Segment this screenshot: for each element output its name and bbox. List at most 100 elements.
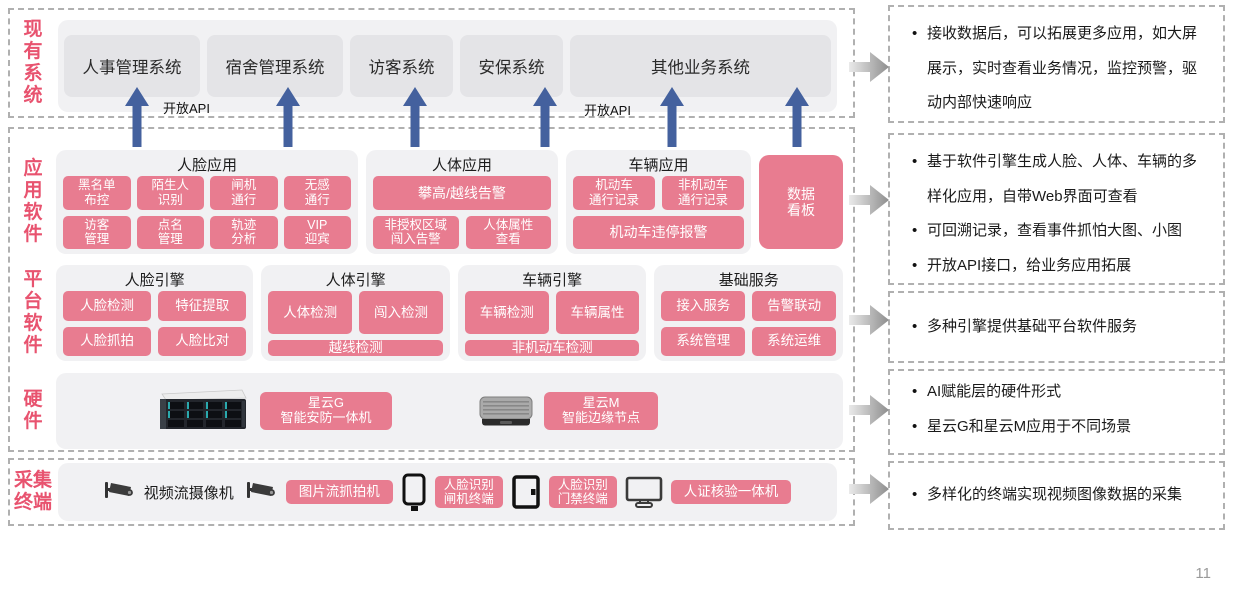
body-app-group: 人体应用 攀高/越线告警 非授权区域 闯入告警 人体属性 查看 xyxy=(366,150,558,254)
app-chip-parking-alarm: 机动车违停报警 xyxy=(573,215,744,249)
engine-chip-face-compare: 人脸比对 xyxy=(158,326,247,356)
up-arrow-icon xyxy=(125,87,149,147)
up-arrow-icon xyxy=(533,87,557,147)
engine-chip-feature: 特征提取 xyxy=(158,291,247,321)
body-engine-title: 人体引擎 xyxy=(325,272,386,289)
right-arrow-icon xyxy=(849,52,889,82)
body-engine-group: 人体引擎 人体检测 闯入检测 越线检测 xyxy=(261,265,450,361)
face-app-group: 人脸应用 黑名单 布控 陌生人 识别 闸机 通行 无感 通行 访客 管理 点名 … xyxy=(56,150,358,254)
monitor-terminal-icon xyxy=(625,476,663,508)
engine-chip-nonmotor-detect: 非机动车检测 xyxy=(464,340,640,356)
body-app-title: 人体应用 xyxy=(431,157,492,174)
service-chip-sys-ops: 系统运维 xyxy=(752,326,836,356)
note-platform: 多种引擎提供基础平台软件服务 xyxy=(888,291,1225,363)
app-chip-intrusion-alarm: 非授权区域 闯入告警 xyxy=(373,215,459,249)
nebula-m-box: 星云M 智能边缘节点 xyxy=(544,392,658,430)
nebula-g-box: 星云G 智能安防一体机 xyxy=(260,392,392,430)
system-box-security: 安保系统 xyxy=(460,35,563,97)
up-arrow-icon xyxy=(660,87,684,147)
app-chip-body-attr: 人体属性 查看 xyxy=(465,215,551,249)
system-box-other: 其他业务系统 xyxy=(570,35,831,97)
service-chip-sys-mgmt: 系统管理 xyxy=(661,326,746,356)
existing-systems-panel: 人事管理系统 宿舍管理系统 访客系统 安保系统 其他业务系统 xyxy=(58,20,837,112)
app-chip-seamless: 无感 通行 xyxy=(283,176,351,210)
up-arrow-icon xyxy=(403,87,427,147)
door-access-icon xyxy=(512,475,540,509)
system-box-dorm: 宿舍管理系统 xyxy=(207,35,343,97)
existing-systems-section: 现 有 系 统 人事管理系统 宿舍管理系统 访客系统 安保系统 其他业务系统 xyxy=(8,8,855,118)
app-chip-visitor: 访客 管理 xyxy=(63,215,131,249)
app-chip-climb-alarm: 攀高/越线告警 xyxy=(373,176,551,210)
face-gate-terminal-chip: 人脸识别 闸机终端 xyxy=(434,475,503,509)
right-arrow-icon xyxy=(849,185,889,215)
capture-camera-chip: 图片流抓拍机 xyxy=(285,480,393,504)
base-service-group: 基础服务 接入服务 告警联动 系统管理 系统运维 xyxy=(654,265,843,361)
system-box-visitor: 访客系统 xyxy=(350,35,453,97)
open-api-label-right: 开放API xyxy=(584,103,631,118)
right-arrow-icon xyxy=(849,305,889,335)
terminal-panel: 视频流摄像机 图片流抓拍机 人脸识别 闸机终端 人脸识别 门禁终端 xyxy=(58,463,837,521)
page-number: 11 xyxy=(1195,565,1211,582)
app-chip-motor-record: 机动车 通行记录 xyxy=(573,176,655,210)
up-arrow-icon xyxy=(785,87,809,147)
app-chip-nonmotor-record: 非机动车 通行记录 xyxy=(662,176,744,210)
vehicle-app-title: 车辆应用 xyxy=(628,157,689,174)
service-chip-access: 接入服务 xyxy=(661,291,746,321)
face-engine-title: 人脸引擎 xyxy=(124,272,185,289)
app-chip-rollcall: 点名 管理 xyxy=(136,215,204,249)
system-box-hr: 人事管理系统 xyxy=(64,35,200,97)
note-bullet: 多样化的终端实现视频图像数据的采集 xyxy=(910,478,1209,513)
face-engine-group: 人脸引擎 人脸检测 特征提取 人脸抓拍 人脸比对 xyxy=(56,265,254,361)
service-chip-alarm-link: 告警联动 xyxy=(752,291,836,321)
note-existing-systems: 接收数据后，可以拓展更多应用，如大屏展示，实时查看业务情况，监控预警，驱动内部快… xyxy=(888,5,1225,123)
terminal-section: 采集 终端 视频流摄像机 图片流抓拍机 人脸 xyxy=(8,458,855,526)
tablet-terminal-icon xyxy=(402,473,426,511)
engine-chip-face-capture: 人脸抓拍 xyxy=(63,326,152,356)
data-dashboard-box: 数据 看板 xyxy=(759,155,843,249)
app-chip-trajectory: 轨迹 分析 xyxy=(210,215,278,249)
face-door-terminal-chip: 人脸识别 门禁终端 xyxy=(548,475,617,509)
app-chip-vip: VIP 迎宾 xyxy=(283,215,351,249)
rack-server-image xyxy=(160,389,247,429)
note-bullet: 开放API接口，给业务应用拓展 xyxy=(910,249,1209,284)
application-layer: 应 用 软 件 人脸应用 黑名单 布控 陌生人 识别 闸机 通行 无感 通行 访… xyxy=(10,150,853,254)
face-app-title: 人脸应用 xyxy=(176,157,237,174)
right-arrow-icon xyxy=(849,474,889,504)
platform-layer: 平 台 软 件 人脸引擎 人脸检测 特征提取 人脸抓拍 人脸比对 人体引擎 xyxy=(10,265,853,361)
note-hardware: AI赋能层的硬件形式 星云G和星云M应用于不同场景 xyxy=(888,369,1225,455)
note-bullet: 接收数据后，可以拓展更多应用，如大屏展示，实时查看业务情况，监控预警，驱动内部快… xyxy=(910,17,1209,121)
engine-chip-body-detect: 人体检测 xyxy=(268,291,353,335)
hardware-label: 硬 件 xyxy=(23,388,43,432)
vehicle-app-group: 车辆应用 机动车 通行记录 非机动车 通行记录 机动车违停报警 xyxy=(566,150,751,254)
note-bullet: AI赋能层的硬件形式 xyxy=(910,375,1209,410)
engine-chip-vehicle-detect: 车辆检测 xyxy=(464,291,549,335)
platform-label: 平 台 软 件 xyxy=(23,268,43,357)
engine-chip-intrusion-detect: 闯入检测 xyxy=(359,291,443,335)
edge-device-image xyxy=(479,396,533,426)
hardware-panel: 星云G 智能安防一体机 星云M 智能边缘节点 xyxy=(56,373,843,449)
engine-chip-vehicle-attr: 车辆属性 xyxy=(555,291,640,335)
note-bullet: 星云G和星云M应用于不同场景 xyxy=(910,410,1209,445)
app-chip-gate-pass: 闸机 通行 xyxy=(210,176,278,210)
base-service-title: 基础服务 xyxy=(718,272,779,289)
engine-chip-face-detect: 人脸检测 xyxy=(63,291,152,321)
existing-systems-label: 现 有 系 统 xyxy=(23,18,43,107)
vehicle-engine-group: 车辆引擎 车辆检测 车辆属性 非机动车检测 xyxy=(457,265,647,361)
engine-chip-line-cross: 越线检测 xyxy=(268,340,443,356)
cctv-camera-icon xyxy=(104,482,133,498)
note-application: 基于软件引擎生成人脸、人体、车辆的多样化应用，自带Web界面可查看 可回溯记录，… xyxy=(888,133,1225,285)
cctv-camera-icon xyxy=(246,482,275,498)
terminal-label: 采集 终端 xyxy=(13,469,52,513)
vehicle-engine-title: 车辆引擎 xyxy=(522,272,583,289)
app-chip-stranger: 陌生人 识别 xyxy=(136,176,204,210)
id-verify-terminal-chip: 人证核验一体机 xyxy=(670,480,792,504)
software-hardware-section: 应 用 软 件 人脸应用 黑名单 布控 陌生人 识别 闸机 通行 无感 通行 访… xyxy=(8,127,855,452)
video-stream-camera-label: 视频流摄像机 xyxy=(143,484,234,502)
right-arrow-icon xyxy=(849,395,889,425)
up-arrow-icon xyxy=(276,87,300,147)
hardware-layer: 硬 件 星云 xyxy=(10,373,853,449)
app-chip-blacklist: 黑名单 布控 xyxy=(63,176,131,210)
note-bullet: 多种引擎提供基础平台软件服务 xyxy=(910,310,1209,345)
application-label: 应 用 软 件 xyxy=(23,157,43,246)
